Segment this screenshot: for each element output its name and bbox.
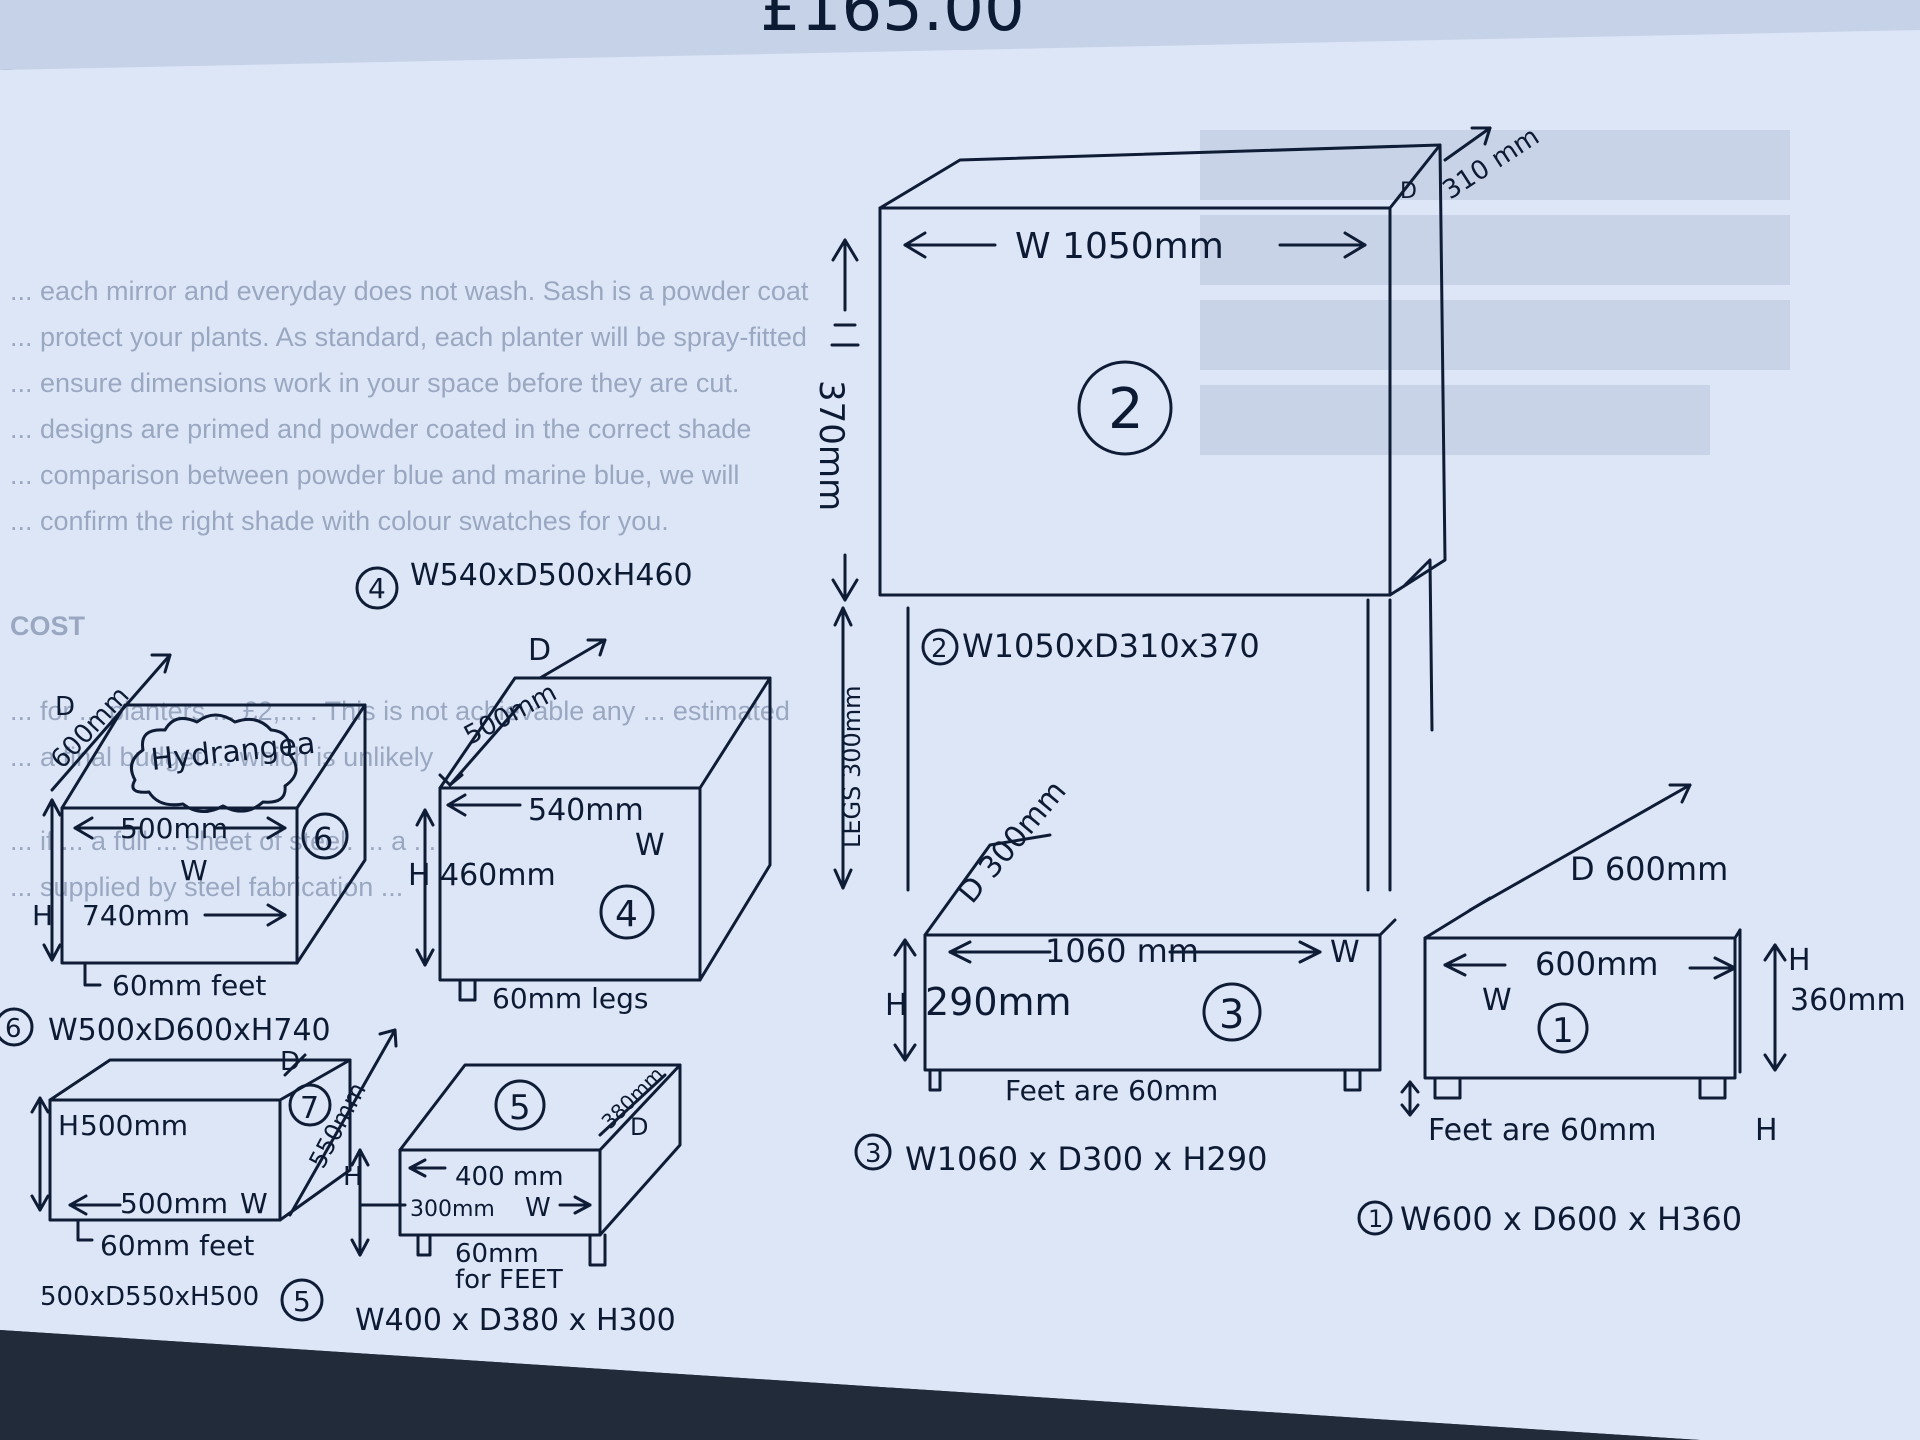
planter-2-spec-number: 2 [931,634,948,664]
planter-3-drawing [893,833,1397,1092]
planter-2-width-label: W 1050mm [1015,226,1224,267]
planter-5-h-label: 300mm [410,1197,495,1222]
planter-5-drawing [350,1063,682,1267]
planter-1-width-label: 600mm [1535,945,1658,983]
planter-5-width-label: 400 mm [455,1162,564,1192]
planter-1-number: 1 [1552,1011,1574,1051]
planter-2-spec: W1050xD310x370 [962,627,1260,665]
planter-6-drawing [42,653,367,987]
planter-4-number: 4 [615,894,638,935]
planter-6-number: 6 [313,820,333,858]
planter-1-w: W [1482,983,1512,1018]
planter-1-spec-number: 1 [1368,1205,1383,1233]
planter-7-height-label: 500mm [80,1109,188,1142]
planter-6-feet-note: 60mm feet [112,969,266,1002]
ghost-line: ... each mirror and everyday does not wa… [10,276,809,306]
planter-4-h: H [408,858,431,893]
planter-5-spec: W400 x D380 x H300 [355,1303,676,1338]
planter-2-drawing [830,126,1492,892]
planter-3-spec: W1060 x D300 x H290 [905,1140,1268,1178]
planter-7-d: D [280,1047,300,1077]
planter-5-w: W [525,1193,551,1223]
background-table [1200,130,1790,455]
planter-6-w: W [180,854,208,887]
planter-3-feet-note: Feet are 60mm [1005,1074,1218,1107]
planter-6-spec-circle [0,1007,34,1047]
planter-6-height-label: 740mm [82,899,190,932]
background-print: ... each mirror and everyday does not wa… [10,276,809,902]
planter-6-h: H [32,899,53,932]
planter-3-height-label: 290mm [925,980,1072,1024]
ghost-line: ... for ... planters ... £2,... . This i… [10,696,790,726]
ghost-line: ... supplied by steel fabrication ... [10,872,403,902]
planter-1-depth-label: D 600mm [1570,850,1728,888]
planter-3-width-label: 1060 mm [1045,932,1199,970]
planter-7-spec-number: 5 [293,1285,311,1318]
planter-2-height-label: 370mm [811,380,851,511]
paper-top-dark [0,0,1920,70]
price-header: £165.00 [760,0,1025,46]
planter-4-drawing [415,638,772,1002]
planter-3-spec-circle [854,1133,892,1171]
planter-6-spec-number: 6 [5,1014,22,1044]
planter-1-spec-circle [1357,1200,1393,1236]
ghost-heading: COST [10,611,86,641]
planter-6-width-label: 500mm [120,812,228,845]
planter-6-spec: W500xD600xH740 [48,1013,331,1048]
planter-4-legs-note: 60mm legs [492,982,648,1015]
planter-3-number: 3 [1219,992,1244,1038]
planter-4-spec: W540xD500xH460 [410,558,693,593]
planter-1-feet-note: Feet are 60mm [1428,1113,1657,1148]
paper-shadow [0,1330,1700,1440]
planter-4-d: D [528,633,551,668]
planter-1-feet-h: H [1755,1113,1778,1148]
planter-2-d: D [1400,179,1417,204]
planter-7-w: W [240,1187,268,1220]
planter-7-spec: 500xD550xH500 [40,1282,259,1312]
ghost-line: ... protect your plants. As standard, ea… [10,322,807,352]
planter-1-h: H [1788,943,1811,978]
planter-5-feet-note-2: for FEET [455,1265,563,1295]
planter-1-drawing [1400,783,1787,1117]
planter-3-h: H [885,988,908,1023]
planter-5-feet-note-1: 60mm [455,1239,539,1269]
ghost-line: ... designs are primed and powder coated… [10,414,751,444]
ghost-line: ... ensure dimensions work in your space… [10,368,739,398]
planter-3-w: W [1330,935,1360,970]
planter-2-legs-note: LEGS 300mm [838,685,866,848]
ghost-line: ... confirm the right shade with colour … [10,506,669,536]
planter-5-d: D [630,1113,648,1141]
planter-7-spec-circle [280,1278,324,1322]
planter-4-spec-number: 4 [368,572,386,605]
planter-3-spec-number: 3 [865,1139,882,1169]
planter-7-drawing [30,1028,398,1242]
planter-1-spec: W600 x D600 x H360 [1400,1200,1742,1238]
planter-6-d: D [55,692,75,722]
planter-5-h: H [343,1162,363,1192]
planter-2-spec-circle [921,628,959,666]
planter-4-width-label: 540mm [528,793,644,828]
planter-7-number: 7 [300,1091,319,1126]
planter-7-width-label: 500mm [120,1187,228,1220]
planter-7-feet-note: 60mm feet [100,1229,254,1262]
planter-4-height-label: 460mm [440,858,556,893]
planter-4-spec-circle [355,566,399,610]
planter-5-number: 5 [509,1088,531,1128]
planter-2-number: 2 [1108,377,1144,442]
planter-1-height-label: 360mm [1790,983,1906,1018]
ghost-line: ... comparison between powder blue and m… [10,460,739,490]
planter-4-w: W [635,828,665,863]
planter-7-h: H [58,1109,79,1142]
